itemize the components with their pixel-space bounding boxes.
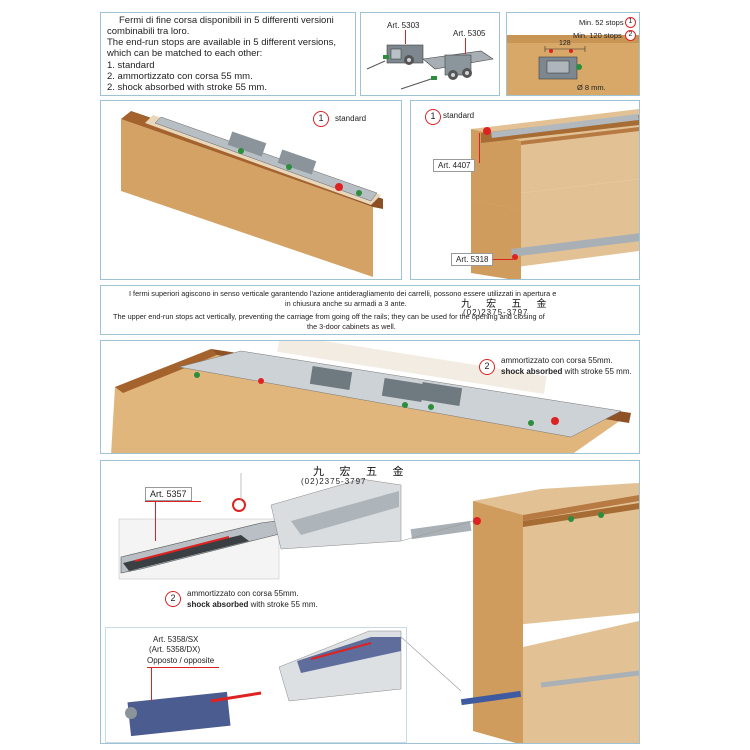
shock-absorbed-top-panel: 2 ammortizzato con corsa 55mm. shock abs… bbox=[100, 340, 640, 454]
standard-cabinet-top-panel: 1 standard bbox=[100, 100, 402, 280]
intro-line: 1. standard bbox=[107, 60, 155, 71]
art-5303-label: Art. 5303 bbox=[387, 21, 420, 30]
intro-line: 2. shock absorbed with stroke 55 mm. bbox=[107, 82, 267, 93]
art-5358-sx-label: Art. 5358/SX bbox=[153, 635, 199, 644]
it-description-line1: I fermi superiori agiscono in senso vert… bbox=[129, 289, 557, 298]
art-5305-label: Art. 5305 bbox=[453, 29, 486, 38]
dimensions-illustration bbox=[507, 35, 639, 95]
min-52-label: Min. 52 stops bbox=[579, 18, 624, 27]
art-5358-dx-label: (Art. 5358/DX) bbox=[149, 645, 201, 654]
stops-illustration bbox=[366, 44, 494, 90]
opposite-closeup-frame bbox=[105, 627, 407, 743]
width-128-label: 128 bbox=[559, 40, 571, 47]
cabinet-front-illustration bbox=[471, 109, 639, 279]
it-description-line2: in chiusura anche su armadi a 3 ante. bbox=[285, 299, 407, 308]
upper-stops-description-panel: I fermi superiori agiscono in senso vert… bbox=[100, 285, 640, 335]
intro-line: 2. ammortizzato con corsa 55 mm. bbox=[107, 71, 253, 82]
art-5357-label: Art. 5357 bbox=[145, 487, 192, 501]
bottom-en-rest: with stroke 55 mm. bbox=[248, 600, 318, 609]
standard-cabinet-front-panel: 1 standard Art. 4407 Art. 5318 bbox=[410, 100, 640, 280]
dim-num-2: 2 bbox=[625, 30, 636, 41]
watermark-phone: (02)2375-3797 bbox=[463, 308, 529, 317]
intro-line: combinabili tra loro. bbox=[107, 26, 190, 37]
intro-line: The end-run stops are available in 5 dif… bbox=[107, 37, 337, 48]
shock-en-rest: with stroke 55 mm. bbox=[562, 367, 632, 376]
cabinet-long-top-illustration bbox=[111, 341, 631, 453]
bottom-en-label: shock absorbed with stroke 55 mm. bbox=[187, 600, 318, 609]
art-4407-label: Art. 4407 bbox=[433, 159, 476, 172]
dimensions-panel: Min. 52 stops Min. 120 stops 1 2 128 Ø 8… bbox=[506, 12, 640, 96]
diameter-label: Ø 8 mm. bbox=[577, 83, 606, 92]
standard-right-label: standard bbox=[443, 111, 475, 120]
bottom-num-2: 2 bbox=[165, 591, 181, 607]
shock-it-label: ammortizzato con corsa 55mm. bbox=[501, 356, 613, 365]
opposite-label: Opposto / opposite bbox=[147, 656, 215, 665]
bottom-illustrations bbox=[118, 473, 639, 743]
en-description-line1: The upper end-run stops act vertically, … bbox=[113, 312, 545, 321]
min-120-label: Min. 120 stops bbox=[573, 31, 622, 40]
watermark-chars: 九 宏 五 金 bbox=[461, 299, 553, 310]
intro-line: Fermi di fine corsa disponibili in 5 dif… bbox=[119, 15, 334, 26]
standard-right-num-1: 1 bbox=[425, 109, 441, 125]
dim-num-1: 1 bbox=[625, 17, 636, 28]
articles-stops-panel: Art. 5303 Art. 5305 bbox=[360, 12, 500, 96]
watermark-phone-bottom: (02)2375-3797 bbox=[301, 477, 367, 486]
bottom-en-bold: shock absorbed bbox=[187, 600, 249, 609]
shock-en-bold: shock absorbed bbox=[501, 367, 563, 376]
cabinet-top-illustration bbox=[121, 111, 383, 277]
art-5318-label: Art. 5318 bbox=[451, 253, 494, 266]
intro-line: which can be matched to each other: bbox=[107, 48, 263, 59]
watermark-chars-bottom: 九 宏 五 金 bbox=[313, 465, 410, 478]
shock-en-label: shock absorbed with stroke 55 mm. bbox=[501, 367, 632, 376]
intro-text-panel: Fermi di fine corsa disponibili in 5 dif… bbox=[100, 12, 356, 96]
bottom-it-label: ammortizzato con corsa 55mm. bbox=[187, 589, 299, 598]
en-description-line2: the 3-door cabinets as well. bbox=[307, 322, 396, 331]
standard-num-1: 1 bbox=[313, 111, 329, 127]
bottom-shock-absorbed-panel: 九 宏 五 金 (02)2375-3797 Art. 5357 2 ammort… bbox=[100, 460, 640, 744]
shock-num-2: 2 bbox=[479, 359, 495, 375]
standard-label: standard bbox=[335, 114, 367, 123]
